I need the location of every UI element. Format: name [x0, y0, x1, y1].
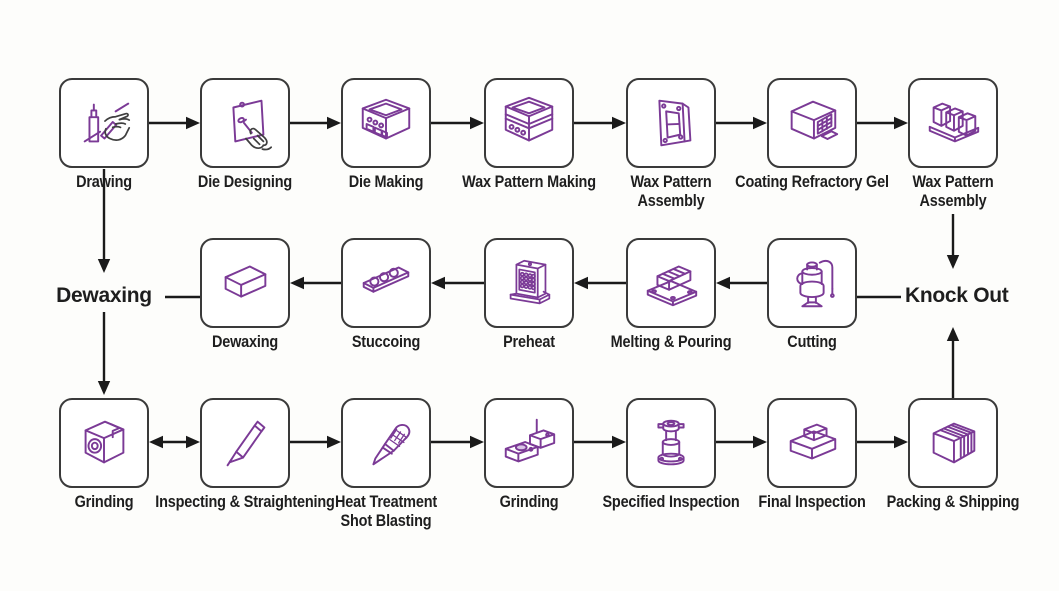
packing-shipping-box	[908, 398, 998, 488]
node-specified-inspection: Specified Inspection	[602, 398, 740, 511]
connector-row3-2	[290, 435, 341, 449]
gauge-cylinder-icon	[657, 419, 685, 466]
die-making-box	[341, 78, 431, 168]
connector-row1-3	[431, 116, 484, 130]
node-wax-pattern-making: Wax Pattern Making	[462, 78, 596, 191]
connector-assembly-to-knockout	[946, 214, 960, 269]
scriber-icon	[226, 420, 266, 467]
node-wax-pattern-assembly-1: Wax Pattern Assembly	[626, 78, 716, 210]
grinder-box-icon	[84, 420, 125, 464]
melting-pouring-box	[626, 238, 716, 328]
node-label: Grinding	[499, 492, 559, 511]
connector-row1-2	[290, 116, 341, 130]
dewaxing-side-label: Dewaxing	[56, 284, 152, 307]
connector-row1-4	[574, 116, 626, 130]
pen-hand-icon	[83, 102, 131, 143]
node-label: Packing & Shipping	[886, 492, 1020, 511]
node-heat-treatment-shot-blasting: Heat Treatment Shot Blasting	[335, 398, 437, 530]
perforated-panel-icon	[509, 259, 551, 305]
burr-tool-icon	[372, 423, 411, 466]
die-mold-icon	[361, 98, 411, 140]
node-dewaxing: Dewaxing	[200, 238, 290, 351]
connector-packing-to-knockout	[946, 327, 960, 398]
board-stylus-icon	[232, 99, 273, 151]
node-preheat: Preheat	[484, 238, 574, 351]
node-grinding-1: Grinding	[59, 398, 149, 511]
frame-plate-icon	[658, 99, 692, 147]
connector-row3-5	[716, 435, 767, 449]
strip-holes-icon	[362, 266, 410, 293]
layered-mold-icon	[504, 96, 554, 142]
node-label: Die Making	[348, 172, 424, 191]
grinding-box	[59, 398, 149, 488]
connector-row2-melting-to-preheat	[574, 276, 626, 290]
cutting-box	[767, 238, 857, 328]
node-inspecting-straightening: Inspecting & Straightening	[155, 398, 335, 511]
node-label: Specified Inspection	[602, 492, 740, 511]
preheat-box	[484, 238, 574, 328]
packed-box-icon	[932, 422, 976, 464]
node-wax-pattern-assembly-2: Wax Pattern Assembly	[908, 78, 998, 210]
wax-pattern-assembly-blocks-box	[908, 78, 998, 168]
node-grinding-2: Grinding	[484, 398, 574, 511]
node-label: Wax Pattern Making	[462, 172, 596, 191]
wax-pattern-assembly-box	[626, 78, 716, 168]
node-label: Drawing	[76, 172, 132, 191]
cutting-machine-icon	[796, 259, 835, 308]
node-label: Wax Pattern Assembly	[630, 172, 712, 211]
node-label: Melting & Pouring	[610, 332, 732, 351]
connector-row1-1	[149, 116, 200, 130]
connector-row2-stuccoing-to-dewaxing	[290, 276, 341, 290]
heat-treatment-shot-blasting-box	[341, 398, 431, 488]
drawing-box	[59, 78, 149, 168]
stuccoing-box	[341, 238, 431, 328]
node-die-designing: Die Designing	[198, 78, 292, 191]
solid-block-icon	[224, 265, 267, 298]
node-label: Die Designing	[197, 172, 293, 191]
node-cutting: Cutting	[767, 238, 857, 351]
node-label: Final Inspection	[758, 492, 866, 511]
connector-row2-cutting-to-melting	[716, 276, 767, 290]
node-label: Grinding	[74, 492, 134, 511]
connector-row3-6	[857, 435, 908, 449]
node-label: Cutting	[787, 332, 837, 351]
node-label: Coating Refractory Gel	[735, 172, 889, 191]
node-drawing: Drawing	[59, 78, 149, 191]
specified-inspection-box	[626, 398, 716, 488]
mesh-oven-icon	[790, 100, 839, 140]
inspecting-straightening-box	[200, 398, 290, 488]
connector-row3-1-double	[149, 435, 200, 449]
node-label: Stuccoing	[351, 332, 421, 351]
node-label: Wax Pattern Assembly	[912, 172, 994, 211]
grinder-block-icon	[504, 418, 556, 463]
connector-row2-preheat-to-stuccoing	[431, 276, 484, 290]
dewaxing-box	[200, 238, 290, 328]
node-label: Preheat	[503, 332, 555, 351]
connector-dewaxing-to-grinding	[97, 312, 111, 395]
node-die-making: Die Making	[341, 78, 431, 191]
node-final-inspection: Final Inspection	[758, 398, 866, 511]
final-inspection-box	[767, 398, 857, 488]
block-row-icon	[928, 102, 980, 143]
connector-row1-5	[716, 116, 767, 130]
node-melting-pouring: Melting & Pouring	[611, 238, 732, 351]
ingot-base-icon	[646, 265, 698, 307]
knock-out-side-label: Knock Out	[905, 284, 1009, 307]
node-label: Inspecting & Straightening	[155, 492, 335, 511]
connector-row3-3	[431, 435, 484, 449]
node-stuccoing: Stuccoing	[341, 238, 431, 351]
node-label: Dewaxing	[211, 332, 279, 351]
die-designing-box	[200, 78, 290, 168]
node-coating-refractory-gel: Coating Refractory Gel	[735, 78, 889, 191]
stacked-blocks-icon	[789, 423, 837, 460]
grinding-block-box	[484, 398, 574, 488]
coating-refractory-gel-box	[767, 78, 857, 168]
connector-row3-4	[574, 435, 626, 449]
connector-row1-6	[857, 116, 908, 130]
wax-pattern-making-box	[484, 78, 574, 168]
node-packing-shipping: Packing & Shipping	[887, 398, 1019, 511]
node-label: Heat Treatment Shot Blasting	[334, 492, 438, 531]
